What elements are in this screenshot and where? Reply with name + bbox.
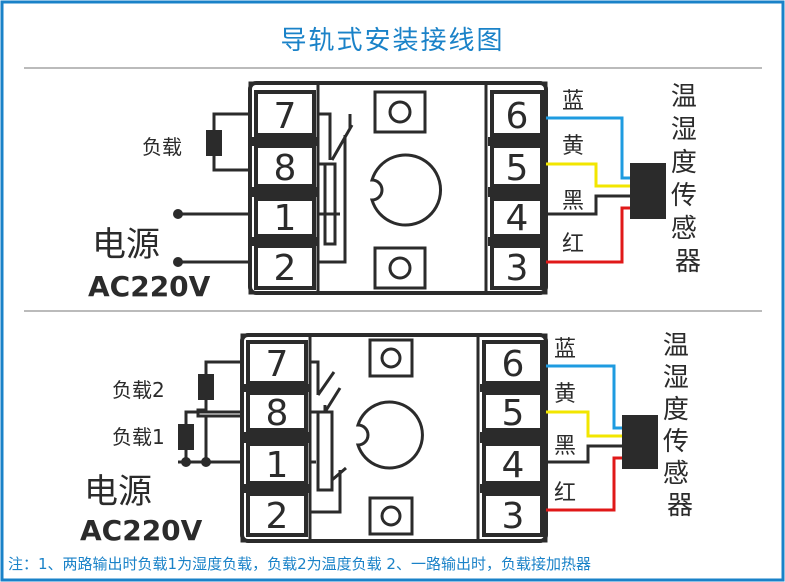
- terminal-5-label: 5: [506, 148, 529, 189]
- terminal-1-label: 1: [274, 198, 297, 239]
- terminal-7-label-2: 7: [266, 344, 289, 385]
- wire-label-red: 红: [562, 232, 584, 257]
- sensor-label: 温 湿 度 传 感 器: [671, 82, 705, 277]
- diagram-title: 导轨式安装接线图: [280, 26, 505, 56]
- power-spec-2: AC220V: [80, 514, 203, 547]
- terminal-5-label-2: 5: [502, 393, 525, 434]
- wire-blue-1: [546, 116, 630, 180]
- footnote: 注：1、两路输出时负载1为湿度负载，负载2为温度负载 2、一路输出时，负载接加热…: [8, 555, 591, 573]
- wire-red-2: [546, 456, 622, 512]
- wire-red-1: [546, 206, 630, 264]
- load2-label: 负载2: [112, 378, 165, 402]
- terminal-2-label-2: 2: [266, 496, 289, 537]
- terminal-8-label-2: 8: [266, 393, 289, 434]
- terminal-4-label-2: 4: [502, 445, 525, 486]
- wire-label-black-2: 黑: [554, 434, 576, 459]
- load-label: 负载: [142, 135, 182, 159]
- terminal-6-label: 6: [506, 96, 529, 137]
- diagram-1: [173, 81, 666, 295]
- power-spec: AC220V: [88, 270, 211, 303]
- wire-label-blue: 蓝: [562, 89, 584, 114]
- power-label-2: 电源: [84, 472, 152, 512]
- terminal-2-label: 2: [274, 248, 297, 289]
- terminal-6-label-2: 6: [502, 344, 525, 385]
- terminal-8-label: 8: [274, 148, 297, 189]
- terminal-1-label-2: 1: [266, 445, 289, 486]
- terminal-4-label: 4: [506, 198, 529, 239]
- wire-yellow-2: [546, 410, 622, 438]
- wire-label-blue-2: 蓝: [554, 337, 576, 362]
- terminal-3-label-2: 3: [502, 496, 525, 537]
- terminal-7-label: 7: [274, 96, 297, 137]
- wire-black-1: [546, 194, 630, 216]
- sensor-label-2: 温 湿 度 传 感 器: [663, 331, 697, 521]
- sensor-block-2: [622, 415, 658, 469]
- wire-label-red-2: 红: [554, 481, 576, 506]
- diagram-2: [178, 333, 658, 543]
- load1-label: 负载1: [112, 425, 165, 449]
- power-label: 电源: [92, 225, 160, 265]
- terminal-3-label: 3: [506, 248, 529, 289]
- wire-label-yellow: 黄: [562, 134, 584, 159]
- wire-blue-2: [546, 364, 622, 430]
- wire-label-yellow-2: 黄: [554, 382, 576, 407]
- wire-yellow-1: [546, 162, 630, 188]
- wire-black-2: [546, 444, 622, 464]
- sensor-block-1: [630, 163, 666, 219]
- wire-label-black: 黑: [562, 189, 584, 214]
